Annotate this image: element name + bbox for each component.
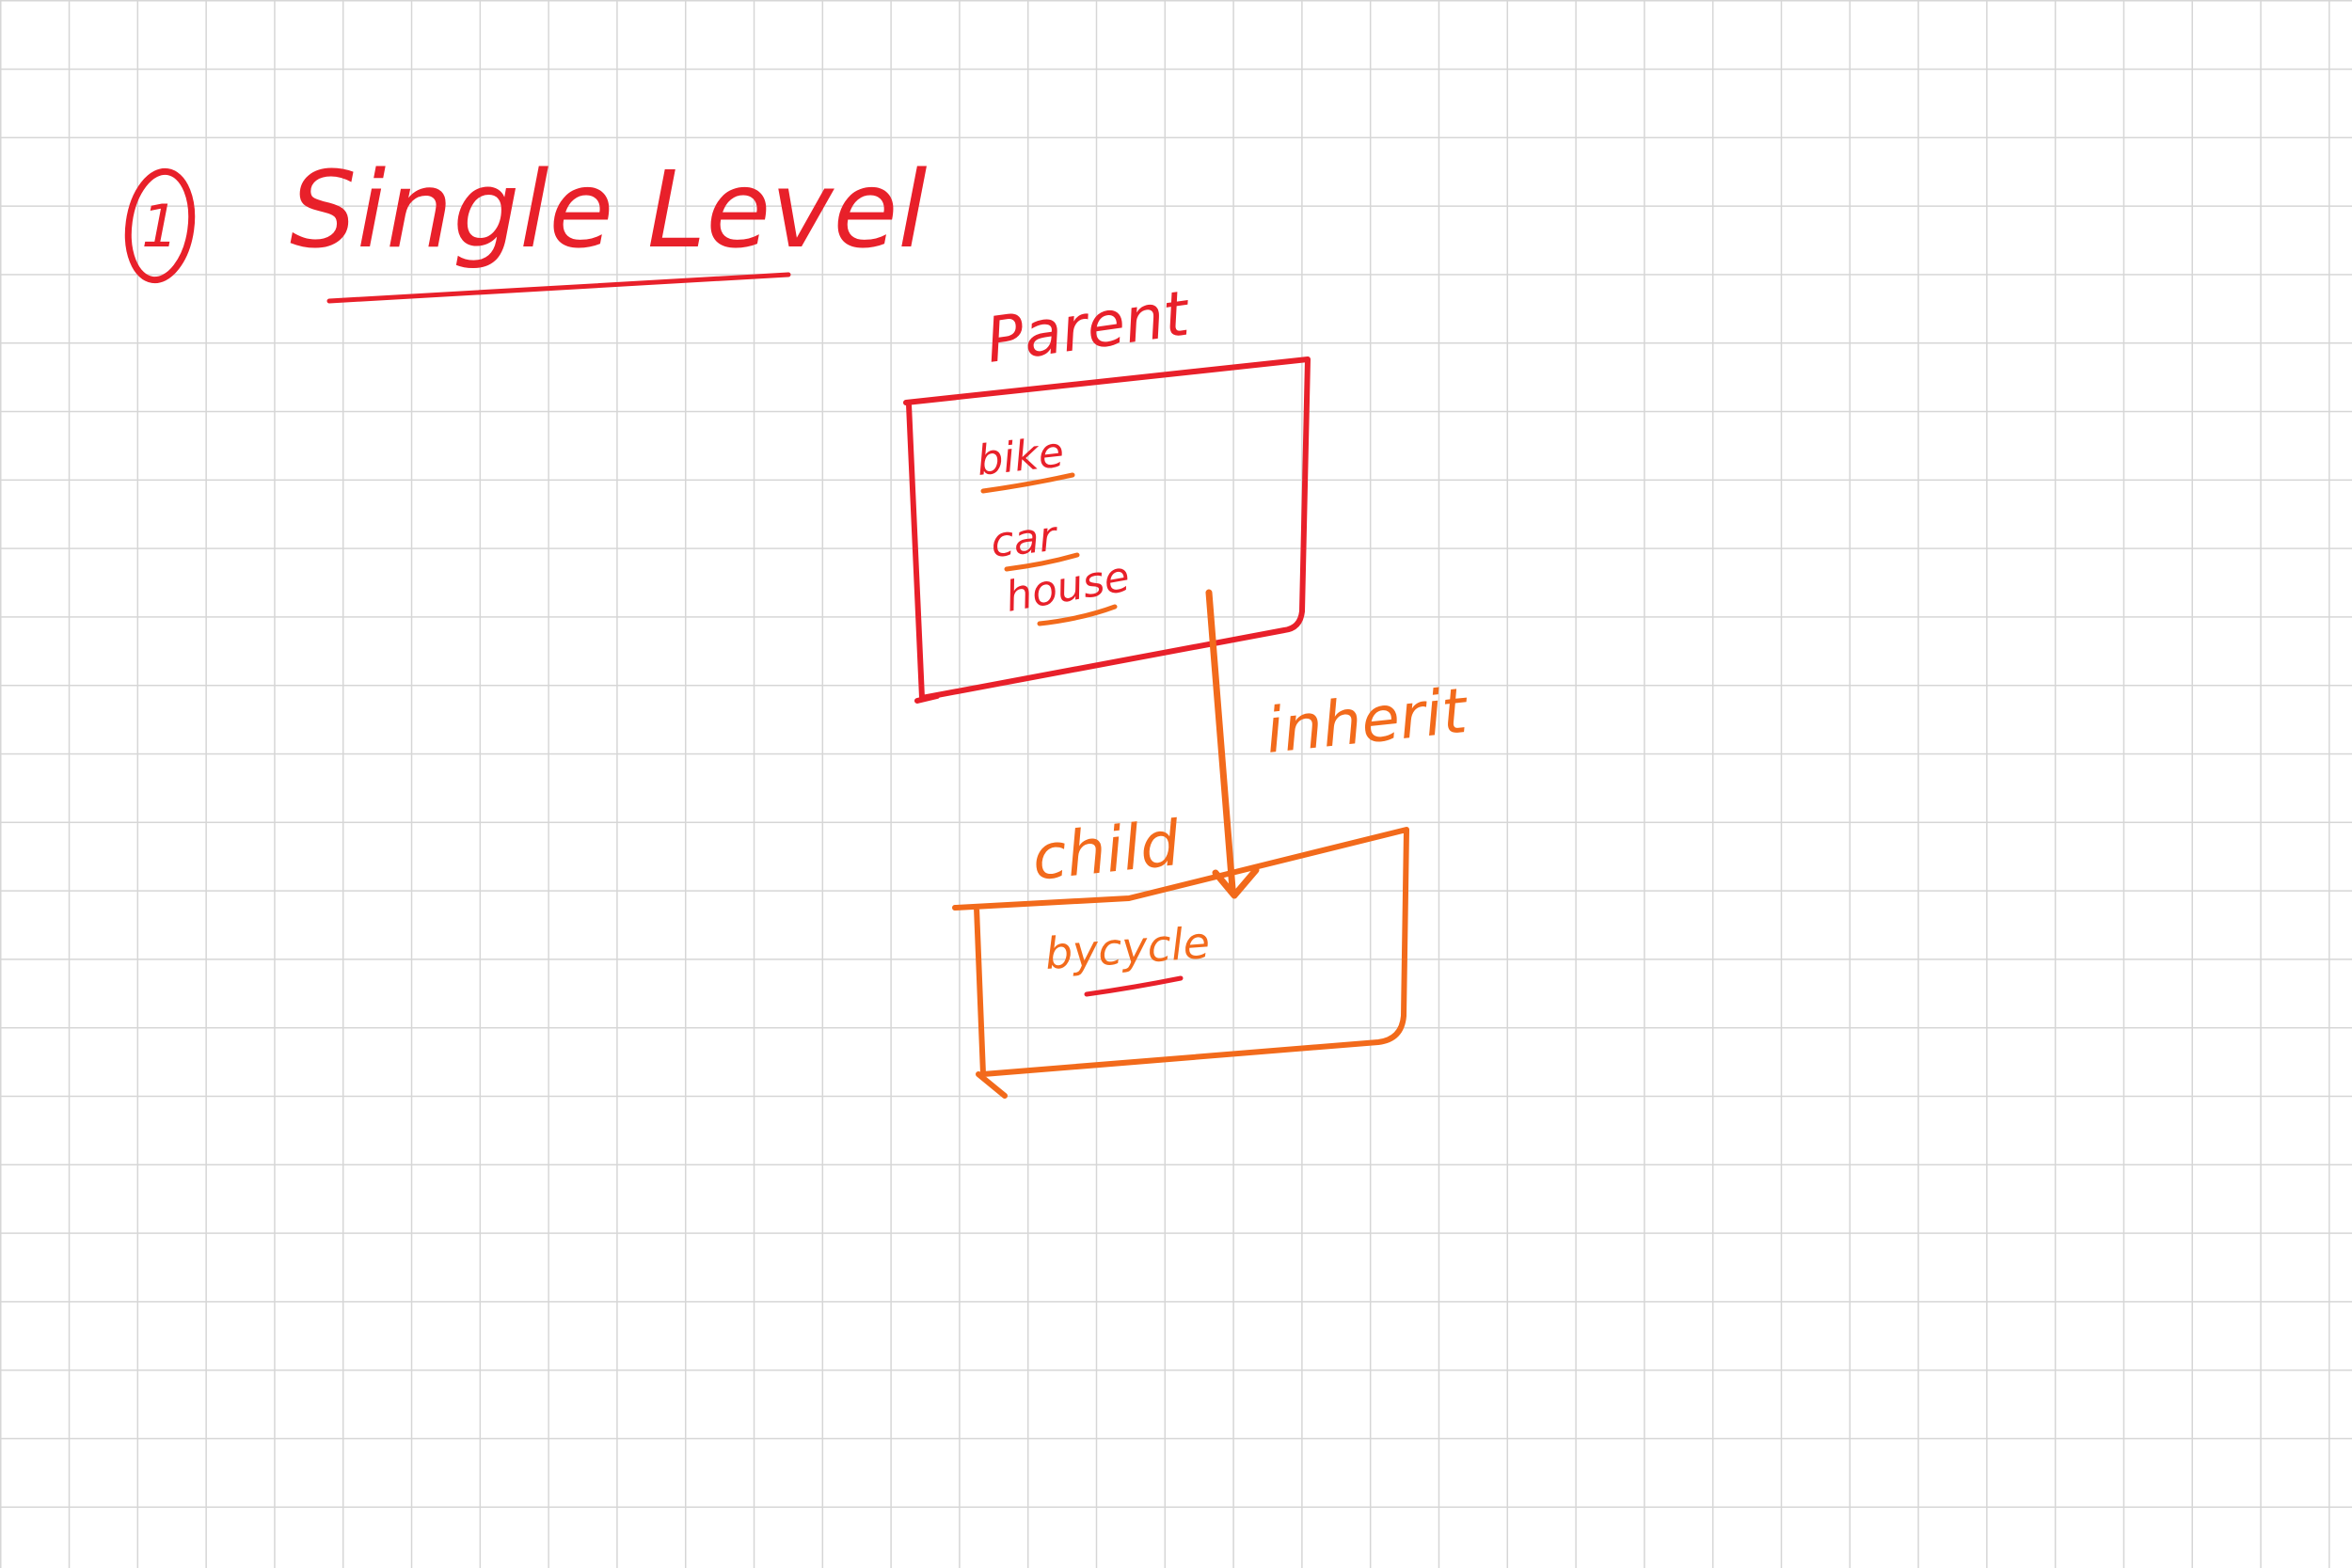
parent-item: car — [989, 513, 1061, 567]
parent-item: bike — [975, 429, 1067, 485]
parent-item-underline — [1037, 604, 1118, 626]
section-title: Single Level — [290, 150, 928, 272]
child-item: bycycle — [1043, 917, 1212, 979]
parent-label: Parent — [982, 277, 1195, 377]
section-heading: 1 Single Level — [124, 150, 928, 304]
child-item-underline — [1084, 975, 1184, 997]
child-box — [952, 827, 1409, 1099]
parent-item-underline — [980, 472, 1075, 494]
child-label: child — [1029, 807, 1184, 895]
parent-item-underline — [1004, 552, 1080, 572]
title-underline — [326, 272, 791, 304]
parent-box — [903, 356, 1311, 704]
parent-class: Parent bike car house — [903, 277, 1311, 704]
arrow-head — [1212, 866, 1260, 899]
child-class: child bycycle — [952, 807, 1409, 1099]
section-number-circle — [124, 167, 196, 284]
section-number: 1 — [141, 192, 178, 261]
inherit-label: inherit — [1263, 674, 1472, 768]
arrow-shaft — [1205, 589, 1236, 893]
